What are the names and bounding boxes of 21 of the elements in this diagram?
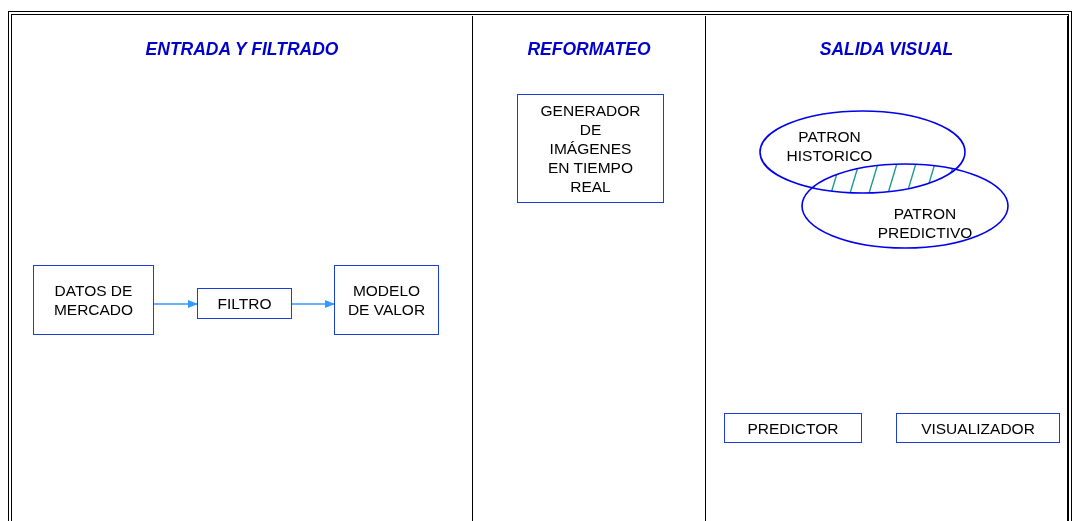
column-heading: ENTRADA Y FILTRADO (145, 38, 339, 61)
column-heading: REFORMATEO (527, 38, 651, 61)
arrow (153, 300, 198, 308)
node-label: GENERADOR DE IMÁGENES EN TIEMPO REAL (540, 101, 641, 196)
node-label: MODELO DE VALOR (346, 281, 427, 319)
node-label: FILTRO (217, 294, 272, 313)
process-box (197, 288, 292, 319)
process-box (896, 413, 1060, 443)
process-box (724, 413, 862, 443)
node-label: PREDICTOR (747, 418, 839, 438)
node-label: DATOS DE MERCADO (53, 281, 134, 319)
node-label: VISUALIZADOR (921, 418, 1035, 438)
ellipse-node (759, 110, 966, 194)
column-heading: SALIDA VISUAL (819, 38, 954, 61)
process-box (33, 265, 154, 335)
arrow (291, 300, 335, 308)
node-label: PATRON PREDICTIVO (876, 204, 974, 242)
ellipse-node (801, 163, 1009, 249)
node-label: PATRON HISTORICO (785, 127, 874, 165)
process-box (334, 265, 439, 335)
process-box (517, 94, 664, 203)
